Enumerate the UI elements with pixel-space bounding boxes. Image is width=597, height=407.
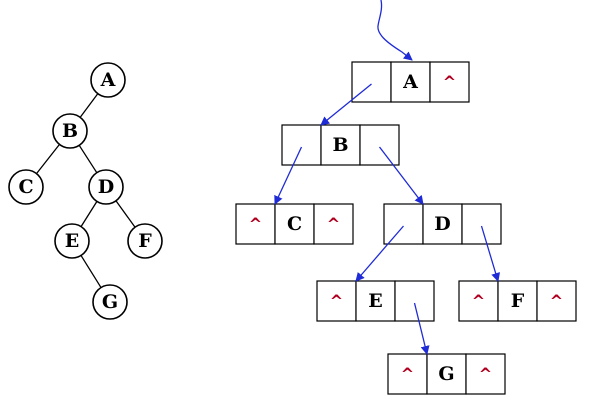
null-left-marker: ^: [249, 215, 262, 234]
linked-node-e: E^: [316, 280, 435, 322]
tree-node-d: D: [88, 169, 124, 205]
linked-node-c: C ^ ^: [235, 203, 354, 245]
null-right-marker: ^: [479, 365, 492, 384]
pointer-d-to-e: [355, 225, 404, 282]
data-cell: [320, 124, 361, 166]
tree-node-e: E: [54, 223, 90, 259]
tree-node-f: F: [127, 223, 163, 259]
left-pointer-cell: [458, 280, 499, 322]
tree-node-label: G: [102, 291, 118, 313]
tree-node-a: A: [90, 62, 126, 98]
node-data-label: B: [332, 134, 348, 156]
tree-node-b: B: [52, 113, 88, 149]
tree-edge-d-f: [115, 200, 136, 228]
binary-linked-list: A^BC^^DE^F^^G^^: [235, 61, 577, 395]
right-pointer-cell: [359, 124, 400, 166]
right-pointer-cell: [465, 353, 506, 395]
tree-node-circle: [52, 113, 88, 149]
left-pointer-cell: [316, 280, 357, 322]
tree-node-label: E: [65, 230, 79, 252]
null-left-marker: ^: [330, 292, 343, 311]
tree-node-c: C: [8, 169, 44, 205]
null-left-marker: ^: [401, 365, 414, 384]
tree-node-circle: [88, 169, 124, 205]
null-left-marker: ^: [472, 292, 485, 311]
tree-node-circle: [92, 284, 128, 320]
tree-node-label: C: [18, 176, 33, 198]
node-data-label: F: [511, 290, 525, 312]
linked-node-d: D: [383, 203, 502, 245]
pointer-b-to-c: [274, 146, 303, 205]
left-pointer-cell: [383, 203, 424, 245]
linked-node-f: F ^ ^: [458, 280, 577, 322]
tree-node-circle: [54, 223, 90, 259]
left-pointer-cell: [235, 203, 276, 245]
tree-node-label: B: [62, 120, 78, 142]
pointer-d-to-f: [480, 225, 501, 282]
pointer-e-to-g: [413, 302, 430, 355]
tree-node-circle: [90, 62, 126, 98]
linked-node-g: G ^ ^: [387, 353, 506, 395]
data-cell: [274, 203, 315, 245]
node-data-label: D: [434, 213, 450, 235]
tree-edge-d-e: [80, 201, 98, 227]
linked-node-b: B: [281, 124, 400, 166]
node-data-label: C: [287, 213, 302, 235]
tree-edge-b-c: [35, 143, 61, 175]
tree-node-label: A: [100, 69, 116, 91]
right-pointer-cell: [313, 203, 354, 245]
child-pointers: [274, 83, 501, 355]
linked-node-a: A^: [351, 61, 470, 103]
node-data-label: A: [402, 71, 418, 93]
tree-node-label: F: [138, 230, 152, 252]
left-pointer-cell: [351, 61, 392, 103]
right-pointer-cell: [536, 280, 577, 322]
null-right-marker: ^: [550, 292, 563, 311]
root-pointer: [377, 0, 413, 61]
tree-node-circle: [127, 223, 163, 259]
left-pointer-cell: [281, 124, 322, 166]
right-pointer-cell: [394, 280, 435, 322]
null-right-marker: ^: [443, 73, 456, 92]
right-pointer-cell: [429, 61, 470, 103]
tree-edge-a-b: [79, 93, 99, 118]
binary-tree: A B C D E F G: [8, 62, 163, 320]
tree-node-label: D: [98, 176, 114, 198]
data-cell: [355, 280, 396, 322]
tree-edge-e-g: [80, 255, 102, 288]
pointer-b-to-d: [378, 146, 424, 205]
null-right-marker: ^: [327, 215, 340, 234]
tree-node-g: G: [92, 284, 128, 320]
data-cell: [497, 280, 538, 322]
tree-node-circle: [8, 169, 44, 205]
pointer-a-to-b: [320, 83, 372, 126]
data-cell: [426, 353, 467, 395]
node-data-label: E: [368, 290, 382, 312]
right-pointer-cell: [461, 203, 502, 245]
left-pointer-cell: [387, 353, 428, 395]
root-pointer-arrow: [377, 0, 413, 61]
node-data-label: G: [438, 363, 454, 385]
tree-edge-b-d: [78, 144, 98, 174]
